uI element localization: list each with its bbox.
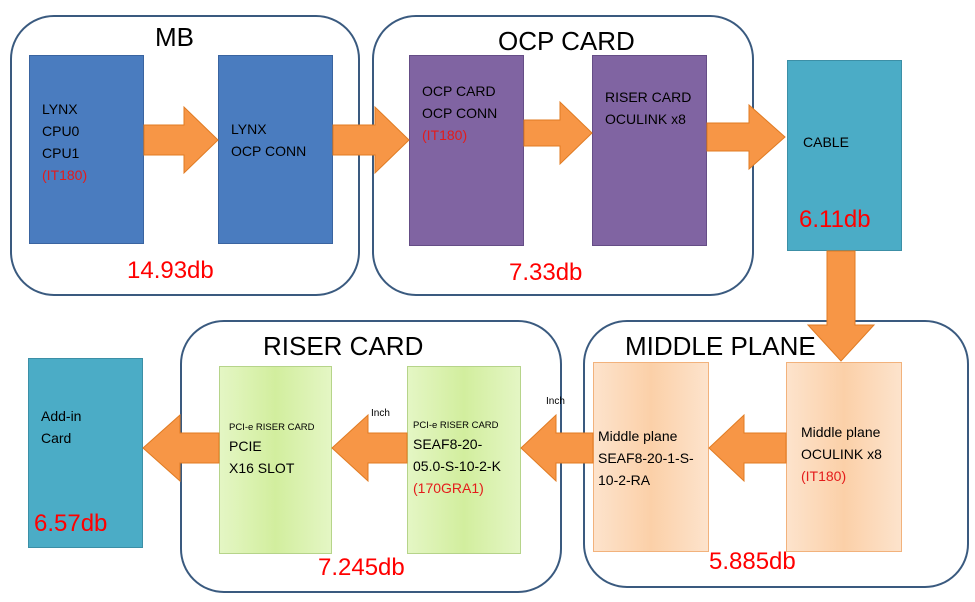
arrow-right-icon [143, 105, 219, 175]
ocp-card-loss: 7.33db [509, 259, 583, 286]
arrow-left-icon [708, 413, 787, 483]
riser-card-loss: 7.245db [318, 554, 405, 581]
material-label: (IT180) [42, 167, 88, 183]
cable-block: CABLE [787, 60, 902, 251]
middle-plane-loss: 5.885db [709, 548, 796, 575]
inch-label: Inch [371, 408, 390, 419]
lynx-cpu-block: LYNX CPU0 CPU1 (IT180) [29, 55, 144, 244]
block-line: PCIE [229, 438, 262, 454]
block-line: SEAF8-20-1-S- [598, 450, 694, 466]
add-in-card-loss: 6.57db [34, 510, 108, 537]
block-line: PCI-e RISER CARD [413, 420, 499, 431]
mb-loss: 14.93db [127, 257, 214, 284]
block-line: X16 SLOT [229, 460, 295, 476]
middle-plane-title: MIDDLE PLANE [625, 331, 816, 361]
arrow-left-icon [520, 413, 594, 483]
ocp-card-block: OCP CARD OCP CONN (IT180) [409, 55, 524, 246]
cable-loss: 6.11db [799, 206, 871, 233]
block-line: OCP CONN [422, 105, 498, 121]
lynx-ocp-conn-block: LYNX OCP CONN [218, 55, 333, 244]
block-line: SEAF8-20- [413, 436, 483, 452]
block-line: OCULINK x8 [605, 111, 686, 127]
block-line: OCULINK x8 [801, 446, 882, 462]
riser-oculink-block: RISER CARD OCULINK x8 [592, 55, 707, 246]
riser-pcie-slot-block: PCI-e RISER CARD PCIE X16 SLOT [219, 366, 332, 554]
material-label: (IT180) [801, 468, 847, 484]
block-line: PCI-e RISER CARD [229, 422, 315, 433]
arrow-right-icon [332, 105, 410, 175]
block-line: Middle plane [801, 424, 881, 440]
block-line: CPU0 [42, 123, 80, 139]
material-label: (170GRA1) [413, 480, 484, 496]
middle-plane-oculink-block: Middle plane OCULINK x8 (IT180) [786, 362, 902, 552]
ocp-card-title: OCP CARD [498, 26, 635, 56]
material-label: (IT180) [422, 127, 468, 143]
arrow-down-icon [806, 250, 876, 362]
arrow-right-icon [523, 100, 593, 166]
block-line: CABLE [803, 134, 849, 150]
block-line: Add-in [41, 408, 82, 424]
block-line: RISER CARD [605, 89, 692, 105]
block-line: LYNX [231, 121, 267, 137]
block-line: Card [41, 430, 72, 446]
arrow-right-icon [706, 103, 786, 171]
riser-card-title: RISER CARD [263, 331, 424, 361]
mb-title: MB [155, 22, 194, 52]
block-line: 10-2-RA [598, 472, 651, 488]
arrow-left-icon [142, 413, 220, 483]
block-line: OCP CARD [422, 83, 496, 99]
block-line: Middle plane [598, 428, 678, 444]
add-in-card-block: Add-in Card [28, 358, 143, 548]
arrow-left-icon [331, 413, 408, 483]
block-line: OCP CONN [231, 143, 307, 159]
block-line: 05.0-S-10-2-K [413, 458, 501, 474]
block-line: CPU1 [42, 145, 80, 161]
inch-label: Inch [546, 396, 565, 407]
block-line: LYNX [42, 101, 78, 117]
riser-seaf-block: PCI-e RISER CARD SEAF8-20- 05.0-S-10-2-K… [407, 366, 521, 554]
